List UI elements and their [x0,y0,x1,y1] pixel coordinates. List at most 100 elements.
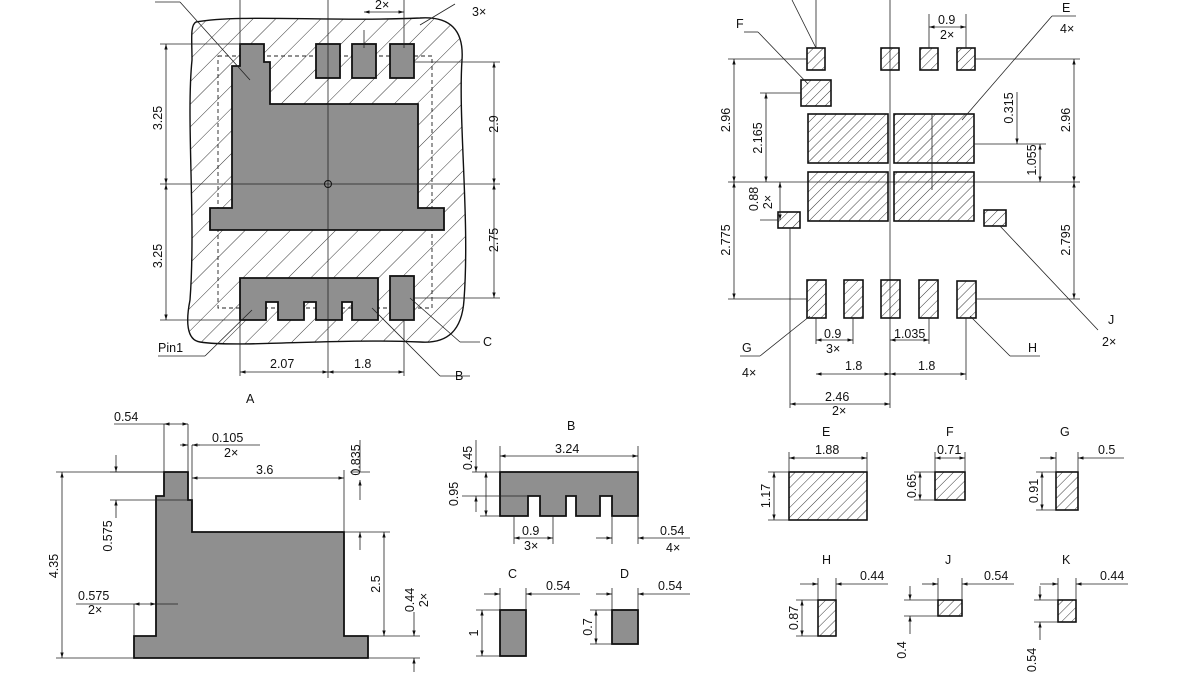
detail-h: H 0.44 0.87 [787,553,888,637]
detail-g-dim-h: 0.91 [1027,479,1041,503]
stencil-bottom-pad [880,279,901,319]
stencil-pad-j [983,209,1007,227]
detail-k-dim-w: 0.44 [1100,569,1124,583]
stencil-bottom-pad [806,279,827,319]
detail-d: D 0.54 0.7 [581,567,690,645]
detail-dim-36: 3.6 [256,463,273,477]
stencil-dim-1055: 1.055 [1025,144,1039,175]
detail-b-dim-h095: 0.95 [447,482,461,506]
detail-g-shape [1055,471,1079,511]
view-stencil: 0.9 2× F E 4× 2.96 2.165 0.88 2× 2.775 2… [719,0,1116,418]
view-a-dim-bottom-right: 1.8 [354,357,371,371]
view-a-title: A [246,392,255,406]
stencil-dim-left-small-count: 2× [761,195,775,209]
stencil-dim-left-small: 0.88 [747,187,761,211]
detail-main-pad: 0.54 0.105 2× 3.6 0.575 4.35 0.835 2.5 0… [47,410,431,672]
detail-f-shape [934,471,966,501]
view-a-label-pin1: Pin1 [158,341,183,355]
stencil-bottom-pad [843,279,864,319]
stencil-dim-left-lower: 2.775 [719,224,733,255]
stencil-dim-top-pitch: 0.9 [938,13,955,27]
detail-e-title: E [822,425,830,439]
detail-b-dim-054-count: 4× [666,541,680,555]
detail-d-dim-w: 0.54 [658,579,682,593]
stencil-label-j-count: 2× [1102,335,1116,349]
stencil-top-pad [919,47,939,71]
stencil-label-g-count: 4× [742,366,756,380]
detail-f: F 0.71 0.65 [905,425,966,501]
stencil-label-g: G [742,341,752,355]
stencil-dim-18b: 1.8 [918,359,935,373]
detail-dim-25: 2.5 [369,575,383,592]
detail-b-shape [499,471,639,517]
view-a-label-c: C [483,335,492,349]
stencil-dim-left-mid: 2.165 [751,122,765,153]
view-a-dim-right-lower: 2.75 [487,228,501,252]
view-a-dim-left-lower: 3.25 [151,244,165,268]
detail-dim-054: 0.54 [114,410,138,424]
detail-dim-0105-count: 2× [224,446,238,460]
stencil-pad-e [893,171,975,222]
detail-c-title: C [508,567,517,581]
detail-c: C 0.54 1 [467,567,580,657]
stencil-dim-bottom-pitch: 0.9 [824,327,841,341]
stencil-label-e-count: 4× [1060,22,1074,36]
detail-dim-0835: 0.835 [349,444,363,475]
stencil-dim-246-count: 2× [832,404,846,418]
detail-d-title: D [620,567,629,581]
stencil-dim-right-upper: 2.96 [1059,108,1073,132]
detail-f-dim-h: 0.65 [905,474,919,498]
stencil-label-h: H [1028,341,1037,355]
detail-g: G 0.5 0.91 [1027,425,1124,511]
detail-j-title: J [945,553,951,567]
stencil-bottom-pad [918,279,939,319]
detail-c-dim-w: 0.54 [546,579,570,593]
view-a-top-pad [351,43,377,79]
stencil-top-pad [806,47,826,71]
view-a-dim-left-upper: 3.25 [151,106,165,130]
detail-f-dim-w: 0.71 [937,443,961,457]
stencil-dim-top-pitch-count: 2× [940,28,954,42]
detail-dim-0575b: 0.575 [78,589,109,603]
stencil-label-f: F [736,17,744,31]
detail-h-title: H [822,553,831,567]
detail-h-shape [817,599,837,637]
detail-h-dim-h: 0.87 [787,606,801,630]
detail-j-shape [937,599,963,617]
detail-h-dim-w: 0.44 [860,569,884,583]
detail-dim-0575b-count: 2× [88,603,102,617]
detail-e-dim-h: 1.17 [759,484,773,508]
detail-k: K 0.44 0.54 [1025,553,1128,672]
stencil-top-pad [880,47,900,71]
stencil-dim-18a: 1.8 [845,359,862,373]
detail-dim-435: 4.35 [47,554,61,578]
detail-b-dim-h045: 0.45 [461,446,475,470]
detail-g-dim-w: 0.5 [1098,443,1115,457]
stencil-label-e: E [1062,1,1070,15]
stencil-dim-0315: 0.315 [1002,92,1016,123]
stencil-dim-right-lower: 2.795 [1059,224,1073,255]
stencil-dim-left-upper: 2.96 [719,108,733,132]
detail-dim-0575: 0.575 [101,520,115,551]
view-a-dim-2x: 2× [375,0,389,12]
stencil-pad-e [807,113,889,164]
detail-d-shape [611,609,639,645]
stencil-pad-f [800,79,832,107]
view-a-bottom-pad [239,277,379,321]
detail-j: J 0.54 0.4 [895,553,1014,659]
stencil-top-pad [956,47,976,71]
view-a: 2× 3× 3.25 3.25 2.9 2.75 2.07 1.8 Pin1 B… [151,0,501,406]
detail-b-title: B [567,419,575,433]
stencil-pad-e [893,113,975,164]
view-a-dim-bottom-left: 2.07 [270,357,294,371]
view-a-top-pad [389,43,415,79]
stencil-label-j: J [1108,313,1114,327]
detail-j-dim-h: 0.4 [895,641,909,658]
stencil-dim-bottom-pitch-count: 3× [826,342,840,356]
stencil-dim-246: 2.46 [825,390,849,404]
view-a-dim-3x: 3× [472,5,486,19]
detail-dim-044-count: 2× [417,593,431,607]
detail-k-shape [1057,599,1077,623]
view-a-main-pad [209,43,445,231]
